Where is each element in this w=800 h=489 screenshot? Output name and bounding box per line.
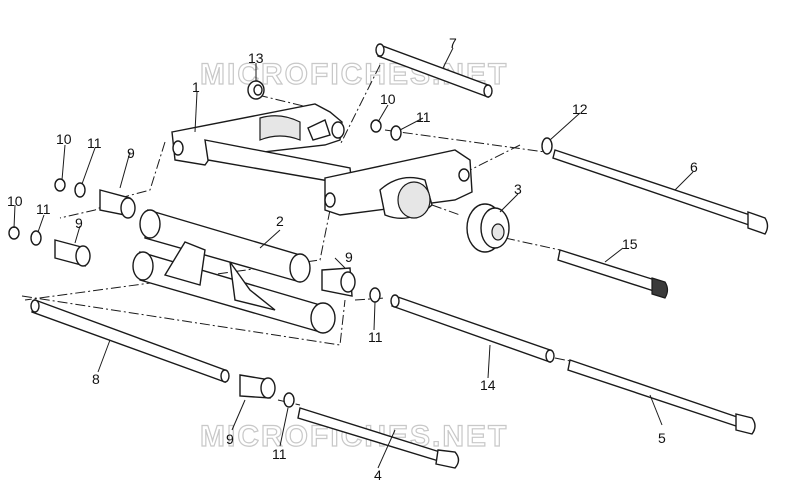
callout-9-d: 9 [226, 431, 234, 447]
callout-labels: 1 2 3 4 5 6 7 8 9 9 9 9 10 10 10 11 11 1… [7, 35, 698, 483]
tube-part-14 [390, 294, 555, 363]
callout-10-a: 10 [56, 131, 72, 147]
callout-14: 14 [480, 377, 496, 393]
bolt-part-4 [297, 407, 460, 469]
nut-part-10-b [8, 226, 20, 240]
nut-part-10-a [54, 178, 66, 192]
washer-part-11-b [30, 230, 42, 246]
bushing-part-9-d [239, 374, 276, 399]
callout-9-c: 9 [345, 249, 353, 265]
bushing-part-9-b [54, 239, 91, 267]
tube-part-8 [30, 299, 230, 383]
callout-11-e: 11 [272, 446, 287, 462]
callout-4: 4 [374, 467, 382, 483]
callout-1: 1 [192, 79, 200, 95]
callout-13: 13 [248, 50, 264, 66]
nut-part-13 [247, 80, 265, 100]
callout-11-d: 11 [368, 329, 383, 345]
bushing-part-9-c [321, 267, 356, 297]
callout-10-c: 10 [380, 91, 396, 107]
callout-10-b: 10 [7, 193, 23, 209]
washer-part-12 [541, 137, 553, 155]
washer-part-11-e [283, 392, 295, 408]
callout-12: 12 [572, 101, 588, 117]
callout-11-c: 11 [416, 109, 431, 125]
callout-8: 8 [92, 371, 100, 387]
leader-lines [13, 47, 694, 469]
callout-11-b: 11 [36, 201, 51, 217]
callout-6: 6 [690, 159, 698, 175]
callout-15: 15 [622, 236, 638, 252]
swing-arm-frame [171, 103, 473, 219]
callout-9-a: 9 [127, 145, 135, 161]
callout-5: 5 [658, 430, 666, 446]
bushing-part-9-a [99, 189, 136, 219]
washer-part-11-d [369, 287, 381, 303]
callout-2: 2 [276, 213, 284, 229]
cross-tube-assembly [132, 209, 336, 334]
nut-part-10-c [370, 119, 382, 133]
bolt-part-6 [552, 149, 769, 235]
rubber-bushing [466, 203, 510, 253]
pin-part-7 [375, 43, 493, 99]
callout-9-b: 9 [75, 215, 83, 231]
callout-3: 3 [514, 181, 522, 197]
bolt-part-15 [557, 249, 669, 299]
callout-7: 7 [449, 35, 457, 51]
rod-part-5 [567, 359, 756, 435]
callout-11-a: 11 [87, 135, 102, 151]
washer-part-11-c [390, 125, 402, 141]
washer-part-11-a [74, 182, 86, 198]
